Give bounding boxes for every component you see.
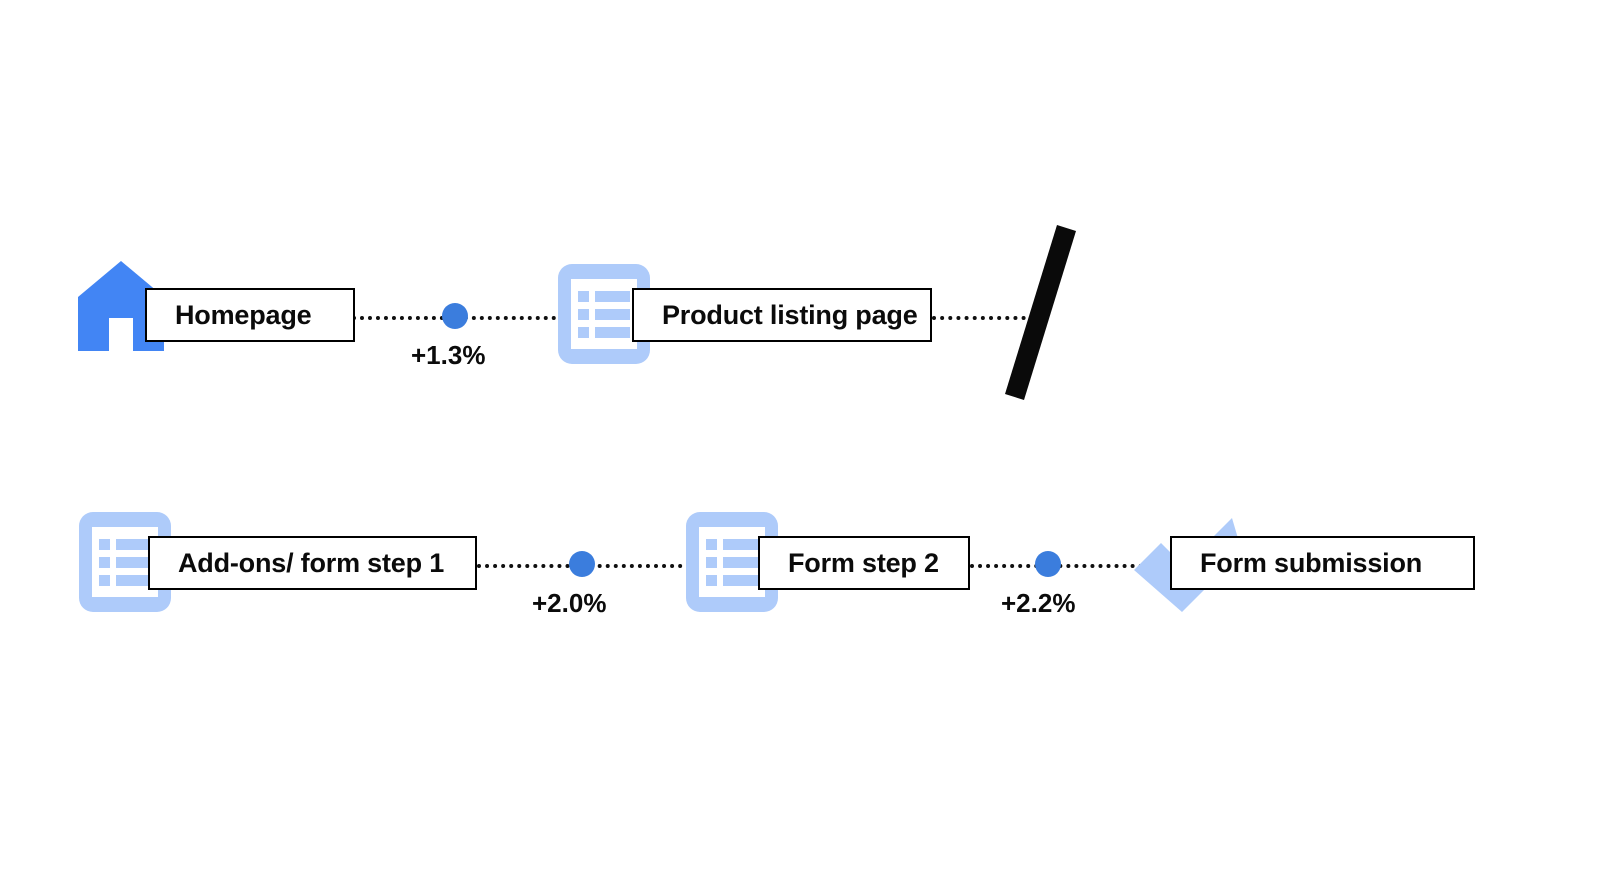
- connector-line-homepage-plp: [352, 316, 644, 320]
- connector-dot-addons-formstep2: [569, 551, 595, 577]
- connector-line-plp-break: [932, 316, 1042, 320]
- node-add-ons-form-step-1[interactable]: Add-ons/ form step 1: [148, 536, 477, 590]
- node-product-listing-page-label: Product listing page: [662, 299, 918, 330]
- node-form-submission-label: Form submission: [1200, 547, 1423, 578]
- connector-dot-formstep2-submission: [1035, 551, 1061, 577]
- node-homepage-label: Homepage: [175, 299, 312, 330]
- list-icon-product-listing-page: [558, 264, 650, 364]
- black-slash-icon: [1000, 225, 1080, 400]
- node-form-step-2[interactable]: Form step 2: [758, 536, 970, 590]
- node-add-ons-form-step-1-label: Add-ons/ form step 1: [178, 547, 445, 578]
- node-product-listing-page[interactable]: Product listing page: [632, 288, 932, 342]
- node-form-submission[interactable]: Form submission: [1170, 536, 1475, 590]
- house-icon: [78, 261, 164, 351]
- connector-dot-homepage-plp: [442, 303, 468, 329]
- node-form-step-2-label: Form step 2: [788, 547, 939, 578]
- delta-formstep2-submission: +2.2%: [1001, 588, 1076, 618]
- node-homepage[interactable]: Homepage: [145, 288, 355, 342]
- connector-line-addons-formstep2: [477, 564, 771, 568]
- list-icon-form-step-2: [686, 512, 778, 612]
- delta-homepage-plp: +1.3%: [411, 340, 486, 370]
- connector-line-formstep2-submission: [970, 564, 1175, 568]
- delta-addons-formstep2: +2.0%: [532, 588, 607, 618]
